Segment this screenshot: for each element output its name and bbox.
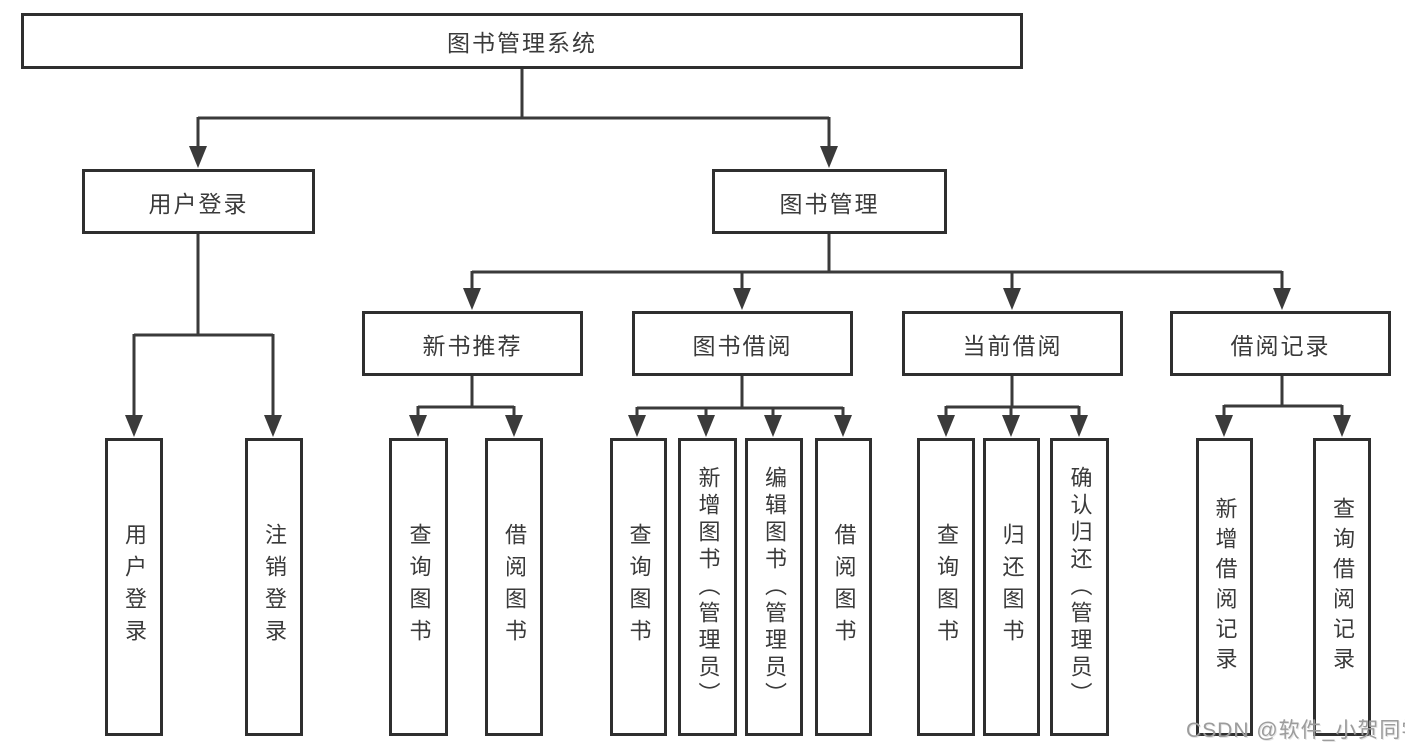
node-book-borrow: 图书借阅 (632, 311, 853, 376)
leaf-query-books-borrow: 查询图书 (610, 438, 667, 736)
leaf-add-books-admin: 新增图书（管理员） (678, 438, 737, 736)
node-new-book-recommend: 新书推荐 (362, 311, 583, 376)
leaf-return-books: 归还图书 (983, 438, 1040, 736)
leaf-add-borrow-record: 新增借阅记录 (1196, 438, 1253, 736)
connector-root-to-level2 (189, 69, 838, 168)
node-current-borrow: 当前借阅 (902, 311, 1123, 376)
csdn-watermark: CSDN @软件_小贺同学 (1186, 719, 1405, 742)
node-book-management-branch: 图书管理 (712, 169, 947, 234)
leaf-borrow-books-recommend: 借阅图书 (485, 438, 543, 736)
node-borrow-records: 借阅记录 (1170, 311, 1391, 376)
leaf-query-borrow-record: 查询借阅记录 (1313, 438, 1371, 736)
connector-book-management-children (463, 233, 1291, 310)
connector-book-borrow-children (628, 375, 852, 437)
connector-new-book-recommend-children (409, 375, 523, 437)
leaf-confirm-return-admin: 确认归还（管理员） (1050, 438, 1109, 736)
leaf-edit-books-admin: 编辑图书（管理员） (745, 438, 803, 736)
leaf-logout: 注销登录 (245, 438, 303, 736)
leaf-borrow-books: 借阅图书 (815, 438, 872, 736)
connector-user-login-children (125, 233, 282, 437)
connector-borrow-records-children (1215, 375, 1351, 437)
node-user-login-branch: 用户登录 (82, 169, 315, 234)
leaf-user-login: 用户登录 (105, 438, 163, 736)
leaf-query-books-recommend: 查询图书 (389, 438, 448, 736)
node-library-management-system: 图书管理系统 (21, 13, 1023, 69)
leaf-query-books-current: 查询图书 (917, 438, 975, 736)
connector-current-borrow-children (937, 375, 1088, 437)
